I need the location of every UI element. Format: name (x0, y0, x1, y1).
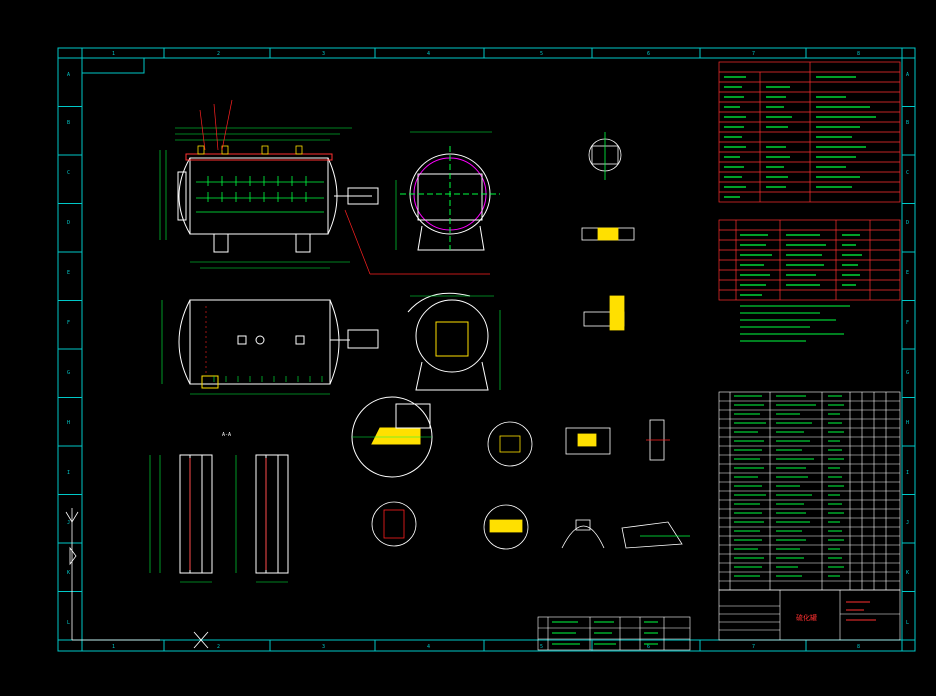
col-mark-2-top: 2 (217, 51, 220, 57)
row-ticks-right (902, 106, 915, 592)
row-mark-h-left: H (67, 420, 70, 426)
ucs-axis-icon (65, 508, 160, 641)
row-mark-f-right: F (906, 320, 909, 326)
vessel-plan-view[interactable] (161, 299, 379, 395)
col-mark-5-bottom: 5 (540, 644, 543, 650)
parts-list-rows (719, 400, 900, 582)
col-mark-8-top: 8 (857, 51, 860, 57)
row-mark-e-left: E (67, 270, 70, 276)
col-mark-4-top: 4 (427, 51, 430, 57)
row-mark-h-right: H (906, 420, 909, 426)
row-mark-i-left: I (67, 470, 70, 476)
row-mark-f-left: F (67, 320, 70, 326)
vessel-front-view[interactable] (159, 99, 490, 275)
col-mark-5-top: 5 (540, 51, 543, 57)
weld-detail-circle[interactable] (351, 396, 433, 478)
section-a-a-label: A-A (222, 432, 231, 438)
row-mark-b-left: B (67, 120, 70, 126)
col-mark-8-bottom: 8 (857, 644, 860, 650)
row-mark-l-left: L (67, 620, 70, 626)
vessel-end-view-upper[interactable] (395, 131, 500, 251)
row-ticks-left (58, 106, 82, 592)
row-mark-d-left: D (67, 220, 70, 226)
column-ticks-bottom (163, 640, 807, 651)
detail-pipe-filled[interactable] (483, 504, 529, 550)
section-a-a-view[interactable]: A-A (149, 432, 289, 583)
row-mark-g-left: G (67, 370, 70, 376)
drawing-frame (57, 47, 916, 652)
detail-lifting-lug[interactable] (621, 521, 690, 549)
revision-table (537, 616, 691, 651)
row-mark-k-left: K (67, 570, 70, 576)
title-block-text-marks (846, 601, 876, 621)
detail-saddle[interactable] (561, 519, 605, 549)
row-mark-c-right: C (906, 170, 909, 176)
col-mark-7-bottom: 7 (752, 644, 755, 650)
row-mark-i-right: I (906, 470, 909, 476)
col-mark-4-bottom: 4 (427, 644, 430, 650)
detail-bracket[interactable] (646, 419, 670, 461)
row-mark-e-right: E (906, 270, 909, 276)
column-ticks-top (163, 48, 807, 58)
col-mark-1-bottom: 1 (112, 644, 115, 650)
parts-list-text-marks (734, 395, 844, 577)
detail-pipe-section[interactable] (371, 501, 417, 547)
technical-data-table (718, 61, 901, 203)
col-mark-7-top: 7 (752, 51, 755, 57)
detail-nozzle-1[interactable] (487, 421, 533, 467)
col-mark-3-top: 3 (322, 51, 325, 57)
row-mark-a-left: A (67, 72, 70, 78)
drawing-title: 硫化罐 (796, 613, 817, 622)
detail-flange[interactable] (565, 427, 611, 455)
title-block (718, 589, 901, 641)
row-mark-l-right: L (906, 620, 909, 626)
row-mark-d-right: D (906, 220, 909, 226)
technical-data-text-marks (724, 76, 876, 198)
row-mark-b-right: B (906, 120, 909, 126)
detail-view-top-right[interactable] (581, 132, 635, 331)
crosshair-icon[interactable] (193, 631, 209, 649)
col-mark-6-top: 6 (647, 51, 650, 57)
nozzle-table-text-marks (740, 234, 862, 296)
vessel-end-view-lower[interactable] (407, 292, 501, 391)
row-mark-j-right: J (906, 520, 909, 526)
row-mark-g-right: G (906, 370, 909, 376)
border-marks: 1 2 3 4 5 6 7 8 1 2 3 4 5 6 7 8 A B C D … (67, 51, 909, 650)
row-mark-a-right: A (906, 72, 909, 78)
col-mark-2-bottom: 2 (217, 644, 220, 650)
col-mark-6-bottom: 6 (647, 644, 650, 650)
col-mark-1-top: 1 (112, 51, 115, 57)
row-mark-j-left: J (67, 520, 70, 526)
col-mark-3-bottom: 3 (322, 644, 325, 650)
row-mark-c-left: C (67, 170, 70, 176)
revision-table-text-marks (552, 621, 658, 645)
technical-notes (740, 305, 850, 342)
nozzle-table (718, 219, 901, 301)
row-mark-k-right: K (906, 570, 909, 576)
